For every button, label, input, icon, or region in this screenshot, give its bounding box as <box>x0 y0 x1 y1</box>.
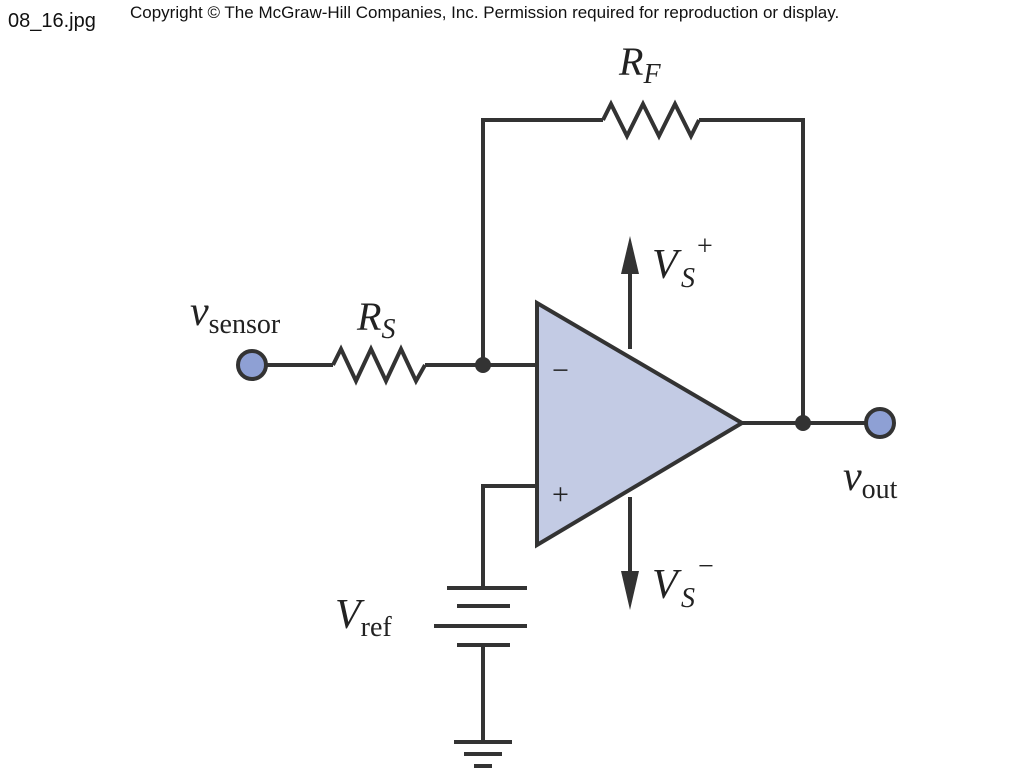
vs-minus-main-label: V <box>652 562 682 608</box>
vs-plus-sup-label: + <box>697 231 713 262</box>
ref-wire <box>481 484 537 588</box>
inverting-input-sign: − <box>552 354 569 387</box>
rf-resistor <box>601 99 701 141</box>
feedback-wire-right <box>699 118 805 423</box>
rf-label: RF <box>618 39 661 90</box>
v-ref-label: Vref <box>335 592 392 643</box>
noninverting-input-sign: + <box>552 478 569 511</box>
op-amp <box>535 299 746 549</box>
v-sensor-label: vsensor <box>190 289 281 340</box>
v-out-terminal <box>864 407 896 439</box>
feedback-wire-left <box>481 118 603 365</box>
junction-dot-output <box>795 415 811 431</box>
v-sensor-terminal <box>236 349 268 381</box>
copyright-notice: Copyright © The McGraw-Hill Companies, I… <box>130 3 840 22</box>
vs-minus-arrow <box>621 571 639 610</box>
v-out-label: vout <box>843 454 898 505</box>
rs-resistor <box>331 344 427 386</box>
vs-plus-arrow <box>621 236 639 274</box>
vs-minus-sup-label: − <box>698 551 714 582</box>
file-name-label: 08_16.jpg <box>8 10 96 32</box>
rs-label: RS <box>356 294 395 345</box>
vs-plus-main-label: V <box>652 242 682 288</box>
vs-plus-sub-label: S <box>681 263 695 294</box>
vs-minus-sub-label: S <box>681 583 695 614</box>
junction-dot-input <box>475 357 491 373</box>
